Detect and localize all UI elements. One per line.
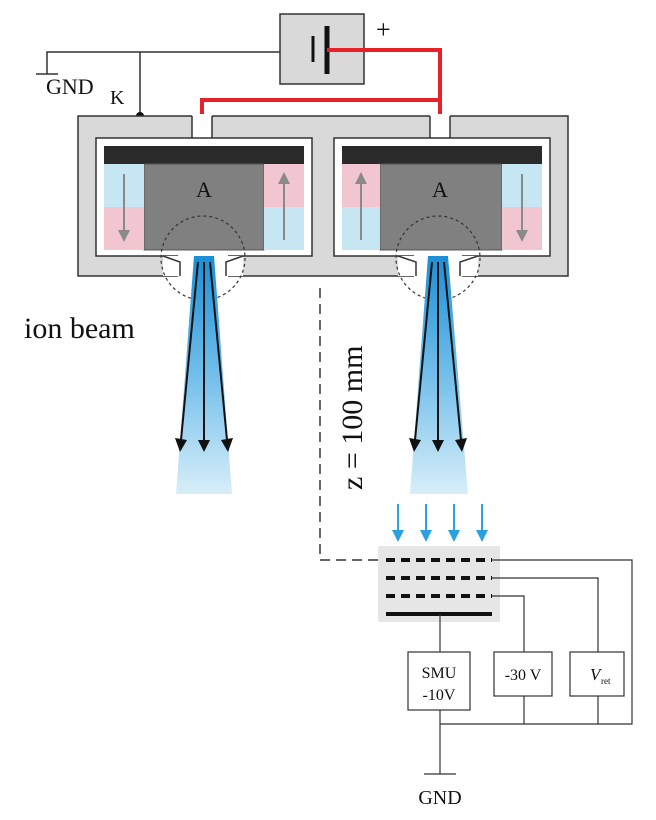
vret-supply-box: V ret (569, 651, 625, 697)
arrow-icon (516, 174, 528, 242)
arrow-icon (118, 174, 130, 242)
ion-beam-left (175, 256, 233, 494)
magnet-left-inner (264, 164, 304, 250)
ion-beam-label: ion beam (24, 312, 135, 345)
smu-voltage-label: -10V (423, 687, 456, 704)
vret-label: V (590, 665, 603, 684)
cathode-ground-wiring: GND K (36, 51, 280, 120)
smu-box: SMU -10V (407, 651, 471, 711)
arrow-icon (278, 172, 290, 240)
gnd-top-label: GND (46, 74, 94, 99)
arrow-icon (355, 172, 367, 240)
vret-subscript: ret (601, 676, 611, 686)
smu-label: SMU (422, 665, 457, 682)
distance-marker: z = 100 mm (319, 288, 380, 561)
gnd-bottom-label: GND (418, 787, 461, 809)
magnet-left-outer (104, 164, 144, 250)
anode-cap-right (342, 146, 542, 164)
anode-left-label: A (196, 177, 212, 202)
plus-label: + (376, 15, 391, 44)
anode-right-label: A (432, 177, 448, 202)
magnet-right-outer (502, 164, 542, 250)
discharge-region-right (395, 215, 481, 301)
retarding-field-analyzer (378, 546, 500, 622)
incoming-ion-arrows (392, 504, 488, 542)
magnet-right-inner (342, 164, 380, 250)
distance-label: z = 100 mm (336, 346, 369, 490)
analyzer-housing (378, 546, 500, 622)
minus30-supply-box: -30 V (493, 651, 553, 697)
anode-cap-left (104, 146, 304, 164)
minus30-label: -30 V (505, 667, 542, 684)
analyzer-wiring (424, 559, 633, 775)
right-thruster: A (342, 146, 542, 301)
k-label: K (110, 87, 125, 109)
anode-right (379, 163, 503, 251)
ion-beam-right (409, 256, 468, 494)
left-thruster: A (104, 146, 304, 301)
discharge-region-left (160, 215, 246, 301)
